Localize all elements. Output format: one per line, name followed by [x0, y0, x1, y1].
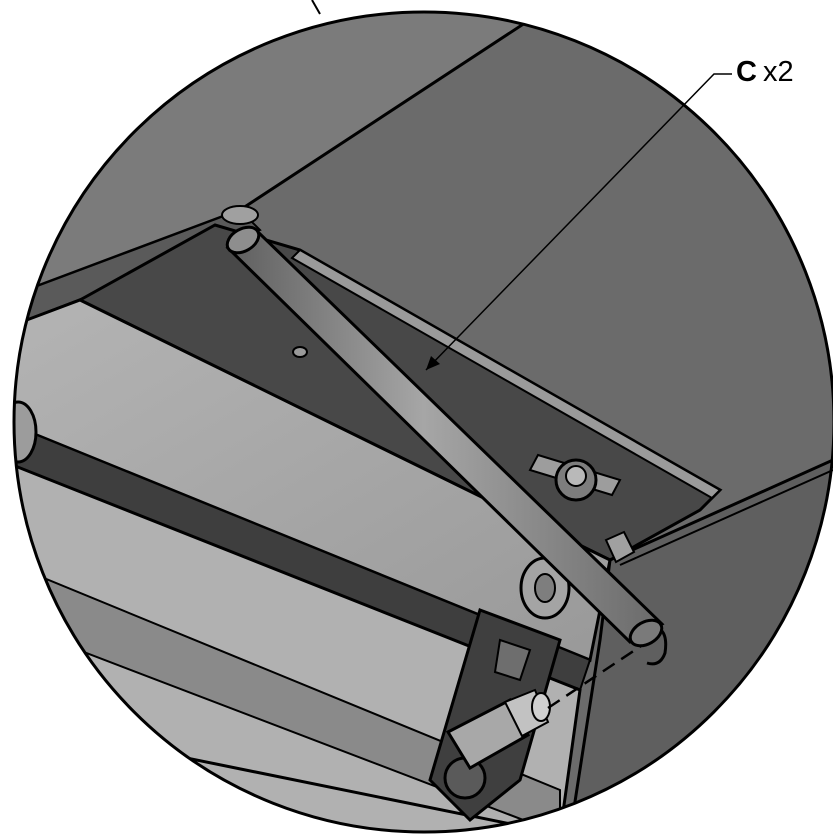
- left-roller: [14, 400, 38, 464]
- nut: [565, 465, 587, 487]
- lower-housing-channel: [14, 558, 561, 832]
- callout-leader-line: [425, 73, 732, 371]
- threaded-fitting: [445, 697, 530, 771]
- rod-top-end: [225, 225, 261, 255]
- part-letter: C: [736, 56, 757, 88]
- hinge-slot: [493, 638, 532, 682]
- upper-mount-boss: [221, 205, 259, 225]
- panel-edge-line: [619, 469, 833, 566]
- part-quantity: x2: [762, 56, 794, 88]
- roller-hub: [534, 573, 556, 603]
- plate-edge: [290, 248, 722, 500]
- rod-bottom-end: [628, 618, 664, 648]
- rod-part-c: [225, 225, 665, 648]
- clip: [604, 530, 636, 564]
- pin-hole: [292, 346, 308, 358]
- reference-line: [311, 0, 321, 15]
- detail-circle-outline: [12, 10, 833, 834]
- fitting-end: [531, 692, 551, 722]
- callout-arrowhead: [426, 356, 440, 370]
